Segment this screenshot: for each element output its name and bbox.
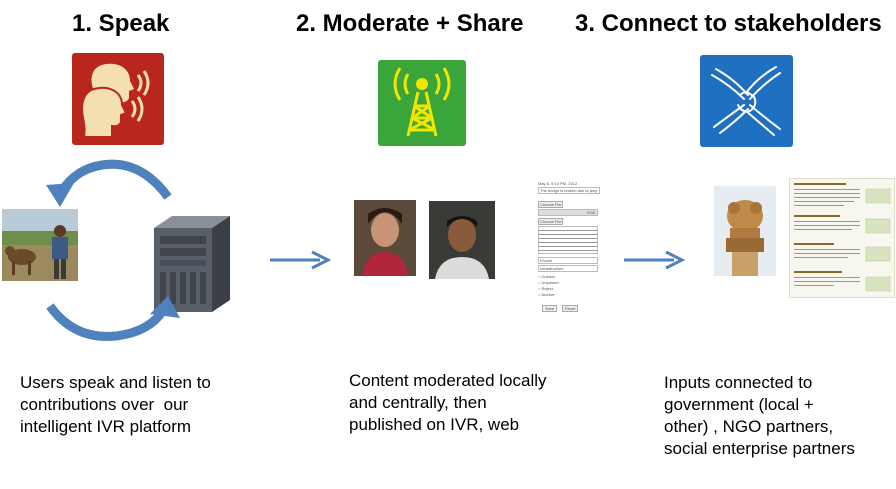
lower-cycle-arrow-icon: [44, 296, 184, 346]
form-radio-option: ○ Unposted: [538, 280, 559, 285]
caption-line: other) , NGO partners,: [664, 417, 834, 436]
form-reset-button: Reset: [562, 305, 579, 312]
form-audio-player: 0:00: [538, 209, 598, 216]
broadcast-tower-icon: [378, 60, 466, 146]
flow-arrow-1-icon: [270, 250, 332, 270]
villager-photo: [2, 209, 78, 281]
step-3-heading: 3. Connect to stakeholders: [575, 10, 882, 37]
form-save-button: Save: [542, 305, 558, 312]
caption-line: Content moderated locally: [349, 371, 547, 390]
government-emblem-image: [714, 186, 776, 276]
ivr-server-icon: [150, 214, 232, 314]
flow-arrow-2-icon: [624, 250, 686, 270]
form-transcript-area: [538, 226, 598, 254]
form-radio-option: ○ Archive: [538, 292, 555, 297]
speaking-heads-icon: [72, 53, 164, 145]
upper-cycle-arrow-icon: [40, 155, 180, 210]
caption-line: and centrally, then: [349, 393, 487, 412]
step-3-caption: Inputs connected to government (local + …: [664, 372, 855, 460]
form-radio-option: ○ Reject: [538, 286, 553, 291]
caption-line: published on IVR, web: [349, 415, 520, 434]
caption-line: government (local +: [664, 395, 814, 414]
form-choose-file-button-2: Choose File: [538, 218, 564, 225]
caption-line: intelligent IVR platform: [20, 417, 192, 436]
step-1-caption: Users speak and listen to contributions …: [20, 372, 211, 438]
form-category-field: Infrastructure: [538, 265, 598, 272]
form-title-field: The bridge is broken due to jeep: [538, 187, 600, 194]
form-date: May 8, 5:10 PM, 2012: [538, 181, 578, 186]
form-radio-option: ○ Custom: [538, 274, 556, 279]
moderator-photo-2: [429, 201, 495, 279]
caption-line: Users speak and listen to: [20, 373, 211, 392]
caption-line: contributions over our: [20, 395, 189, 414]
caption-line: social enterprise partners: [664, 439, 855, 458]
step-2-heading: 2. Moderate + Share: [296, 10, 524, 37]
caption-line: Inputs connected to: [664, 373, 813, 392]
web-posts-thumbnail: [789, 178, 895, 298]
moderator-photo-1: [354, 200, 416, 276]
step-2-caption: Content moderated locally and centrally,…: [349, 370, 547, 436]
moderation-form-thumbnail: May 8, 5:10 PM, 2012 The bridge is broke…: [510, 178, 600, 316]
form-name-field: Khushi: [538, 257, 598, 264]
joined-hands-icon: [700, 55, 793, 147]
form-player-time: 0:00: [587, 210, 595, 215]
form-choose-file-button: Choose File: [538, 201, 564, 208]
step-1-heading: 1. Speak: [72, 10, 170, 37]
